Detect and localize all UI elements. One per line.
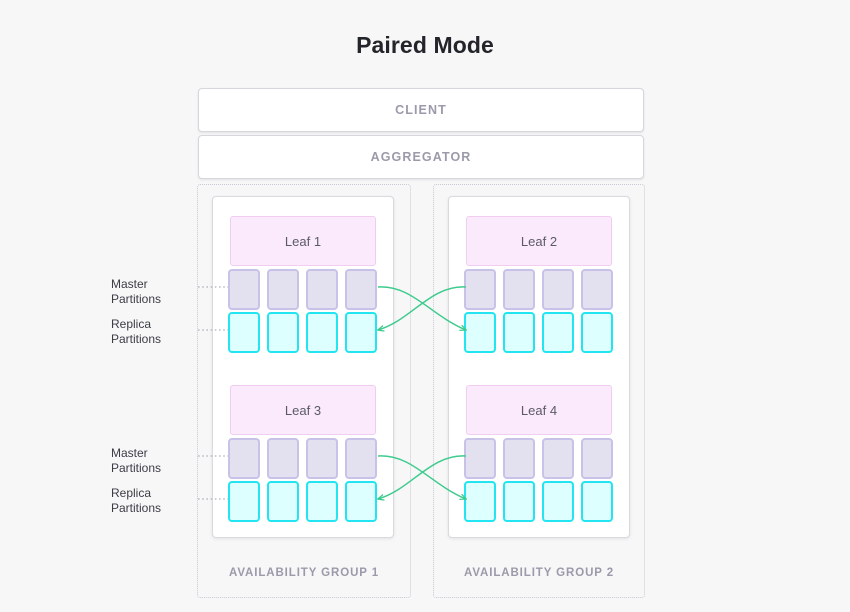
availability-group-1-label: AVAILABILITY GROUP 1 <box>228 567 380 579</box>
aggregator-bar-label: AGGREGATOR <box>370 150 472 164</box>
replica-partition-leaf-2-1 <box>464 312 496 353</box>
replica-partition-leaf-1-1 <box>228 312 260 353</box>
replica-partition-leaf-1-3 <box>306 312 338 353</box>
label-master-partitions-top: Master Partitions <box>111 277 195 306</box>
label-line-2: Partitions <box>111 331 162 346</box>
replica-partition-leaf-2-4 <box>581 312 613 353</box>
replica-partition-leaf-3-2 <box>267 481 299 522</box>
availability-group-1: AVAILABILITY GROUP 1 <box>197 184 411 598</box>
master-partition-leaf-1-4 <box>345 269 377 310</box>
label-line-2: Partitions <box>111 291 162 306</box>
label-line-1: Replica <box>111 317 152 331</box>
leaf-1-label: Leaf 1 <box>284 233 322 249</box>
replica-partition-leaf-3-1 <box>228 481 260 522</box>
label-line-1: Replica <box>111 486 152 500</box>
master-partition-leaf-2-2 <box>503 269 535 310</box>
leaf-box-leaf-1: Leaf 1 <box>230 216 376 266</box>
master-partition-leaf-3-4 <box>345 438 377 479</box>
aggregator-bar: AGGREGATOR <box>198 135 644 179</box>
replica-partition-leaf-2-3 <box>542 312 574 353</box>
replica-partition-leaf-4-1 <box>464 481 496 522</box>
label-line-2: Partitions <box>111 460 162 475</box>
availability-group-2: AVAILABILITY GROUP 2 <box>433 184 645 598</box>
leaf-2-label: Leaf 2 <box>520 233 558 249</box>
replica-partition-leaf-3-4 <box>345 481 377 522</box>
master-partition-leaf-1-2 <box>267 269 299 310</box>
replica-partition-leaf-4-4 <box>581 481 613 522</box>
master-partition-leaf-2-1 <box>464 269 496 310</box>
master-partition-leaf-4-1 <box>464 438 496 479</box>
master-partition-leaf-4-3 <box>542 438 574 479</box>
page-title: Paired Mode <box>356 32 494 58</box>
availability-group-2-label: AVAILABILITY GROUP 2 <box>463 567 615 579</box>
replica-partition-leaf-1-4 <box>345 312 377 353</box>
leaf-3-label: Leaf 3 <box>284 402 322 418</box>
replica-partition-leaf-2-2 <box>503 312 535 353</box>
label-replica-partitions-top: Replica Partitions <box>111 317 195 346</box>
label-replica-partitions-bottom: Replica Partitions <box>111 486 195 515</box>
master-partition-leaf-3-2 <box>267 438 299 479</box>
replica-partition-leaf-1-2 <box>267 312 299 353</box>
master-partition-leaf-1-3 <box>306 269 338 310</box>
leaf-box-leaf-4: Leaf 4 <box>466 385 612 435</box>
master-partition-leaf-2-4 <box>581 269 613 310</box>
master-partition-leaf-4-4 <box>581 438 613 479</box>
master-partition-leaf-1-1 <box>228 269 260 310</box>
leaf-box-leaf-2: Leaf 2 <box>466 216 612 266</box>
master-partition-leaf-3-1 <box>228 438 260 479</box>
client-bar: CLIENT <box>198 88 644 132</box>
leaf-4-label: Leaf 4 <box>520 402 558 418</box>
label-line-1: Master <box>111 277 148 291</box>
label-line-2: Partitions <box>111 500 162 515</box>
master-partition-leaf-3-3 <box>306 438 338 479</box>
replica-partition-leaf-4-2 <box>503 481 535 522</box>
master-partition-leaf-2-3 <box>542 269 574 310</box>
replica-partition-leaf-3-3 <box>306 481 338 522</box>
client-bar-label: CLIENT <box>395 103 447 117</box>
replica-partition-leaf-4-3 <box>542 481 574 522</box>
label-master-partitions-bottom: Master Partitions <box>111 446 195 475</box>
leaf-box-leaf-3: Leaf 3 <box>230 385 376 435</box>
label-line-1: Master <box>111 446 148 460</box>
master-partition-leaf-4-2 <box>503 438 535 479</box>
